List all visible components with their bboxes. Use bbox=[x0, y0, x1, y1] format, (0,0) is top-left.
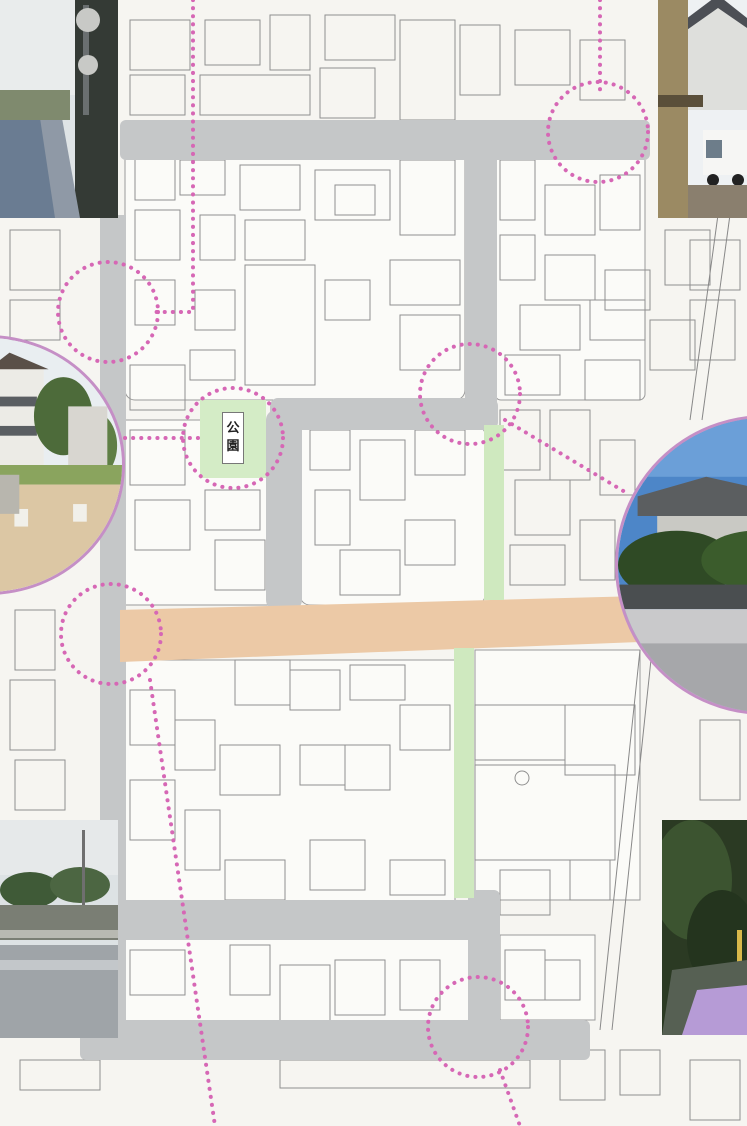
main-street bbox=[120, 596, 640, 662]
photo-bottom-left bbox=[0, 820, 118, 1038]
rail-lines bbox=[599, 199, 733, 1031]
route-dotted-lines bbox=[123, 0, 632, 1126]
photo-top-right bbox=[658, 0, 747, 218]
photo-bottom-right bbox=[662, 820, 747, 1035]
building-footprints bbox=[9, 14, 741, 1121]
park-label: 公 園 bbox=[222, 412, 244, 464]
focus-circles bbox=[56, 80, 650, 1079]
park-label-char-2: 園 bbox=[226, 439, 240, 454]
green-walkway bbox=[454, 425, 504, 898]
park-label-char-1: 公 bbox=[226, 421, 240, 436]
photo-top-left bbox=[0, 0, 118, 218]
